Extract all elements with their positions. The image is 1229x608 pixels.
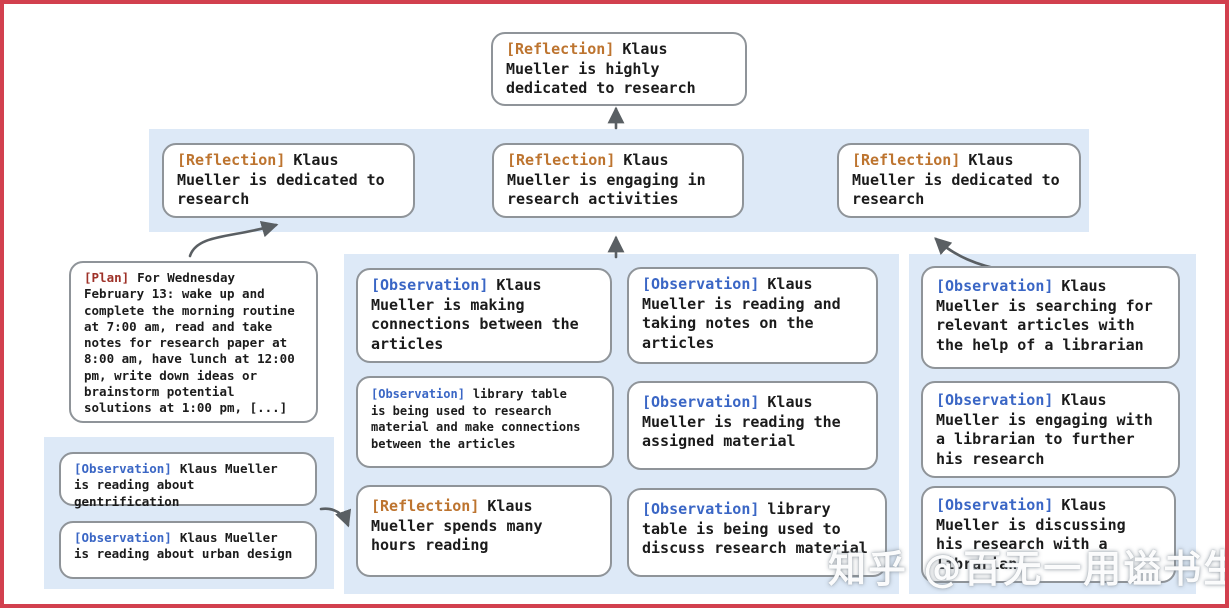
observation-tag: [Observation] — [936, 277, 1054, 295]
observation-tag: [Observation] — [936, 496, 1054, 514]
node-reflection-middle: [Reflection]Klaus Mueller is engaging in… — [492, 143, 744, 218]
node-observation-urban-design: [Observation]Klaus Mueller is reading ab… — [59, 521, 317, 579]
reflection-tag: [Reflection] — [177, 151, 286, 169]
node-plan: [Plan]For Wednesday February 13: wake up… — [69, 261, 318, 423]
node-reflection-root: [Reflection]Klaus Mueller is highly dedi… — [491, 32, 747, 106]
node-text: For Wednesday February 13: wake up and c… — [84, 270, 295, 415]
node-text: Klaus Mueller spends many hours reading — [371, 497, 543, 554]
observation-tag: [Observation] — [936, 391, 1054, 409]
node-observation-taking-notes: [Observation]Klaus Mueller is reading an… — [627, 267, 878, 364]
node-observation-assigned-material: [Observation]Klaus Mueller is reading th… — [627, 381, 878, 470]
node-text: Klaus Mueller is dedicated to research — [852, 151, 1060, 208]
node-text: Klaus Mueller is making connections betw… — [371, 276, 579, 353]
node-text: library table is being used to discuss r… — [642, 500, 868, 557]
node-observation-discuss-material: [Observation]library table is being used… — [627, 488, 887, 577]
node-observation-gentrification: [Observation]Klaus Mueller is reading ab… — [59, 452, 317, 509]
node-observation-making-connections: [Observation]Klaus Mueller is making con… — [356, 268, 612, 363]
node-observation-searching-articles: [Observation]Klaus Mueller is searching … — [921, 266, 1180, 369]
reflection-tag: [Reflection] — [371, 497, 480, 515]
node-text: Klaus Mueller is reading about gentrific… — [74, 461, 278, 509]
node-text: Klaus Mueller is highly dedicated to res… — [506, 40, 696, 97]
observation-tag: [Observation] — [642, 393, 760, 411]
observation-tag: [Observation] — [74, 530, 172, 545]
node-text: Klaus Mueller is reading and taking note… — [642, 275, 841, 352]
node-text: Klaus Mueller is reading the assigned ma… — [642, 393, 841, 450]
observation-tag: [Observation] — [642, 275, 760, 293]
plan-tag: [Plan] — [84, 270, 130, 285]
node-text: Klaus Mueller is reading about urban des… — [74, 530, 293, 562]
observation-tag: [Observation] — [371, 276, 489, 294]
node-text: Klaus Mueller is engaging with a librari… — [936, 391, 1153, 468]
node-observation-discussing-librarian: [Observation]Klaus Mueller is discussing… — [921, 486, 1176, 583]
node-observation-engaging-librarian: [Observation]Klaus Mueller is engaging w… — [921, 381, 1180, 478]
node-text: Klaus Mueller is searching for relevant … — [936, 277, 1153, 354]
observation-tag: [Observation] — [642, 500, 760, 518]
node-reflection-left: [Reflection]Klaus Mueller is dedicated t… — [162, 143, 415, 218]
node-text: library table is being used to research … — [371, 387, 581, 451]
node-observation-library-table-research: [Observation]library table is being used… — [356, 376, 614, 468]
reflection-tag: [Reflection] — [506, 40, 615, 58]
reflection-tag: [Reflection] — [507, 151, 616, 169]
observation-tag: [Observation] — [74, 461, 172, 476]
node-reflection-right: [Reflection]Klaus Mueller is dedicated t… — [837, 143, 1081, 218]
reflection-tag: [Reflection] — [852, 151, 961, 169]
node-text: Klaus Mueller is engaging in research ac… — [507, 151, 706, 208]
node-text: Klaus Mueller is dedicated to research — [177, 151, 385, 208]
node-reflection-hours-reading: [Reflection]Klaus Mueller spends many ho… — [356, 485, 612, 577]
watermark: 知乎 @百无一用谥书生 — [828, 547, 1229, 591]
observation-tag: [Observation] — [371, 387, 465, 401]
node-text: Klaus Mueller is discussing his research… — [936, 496, 1126, 573]
